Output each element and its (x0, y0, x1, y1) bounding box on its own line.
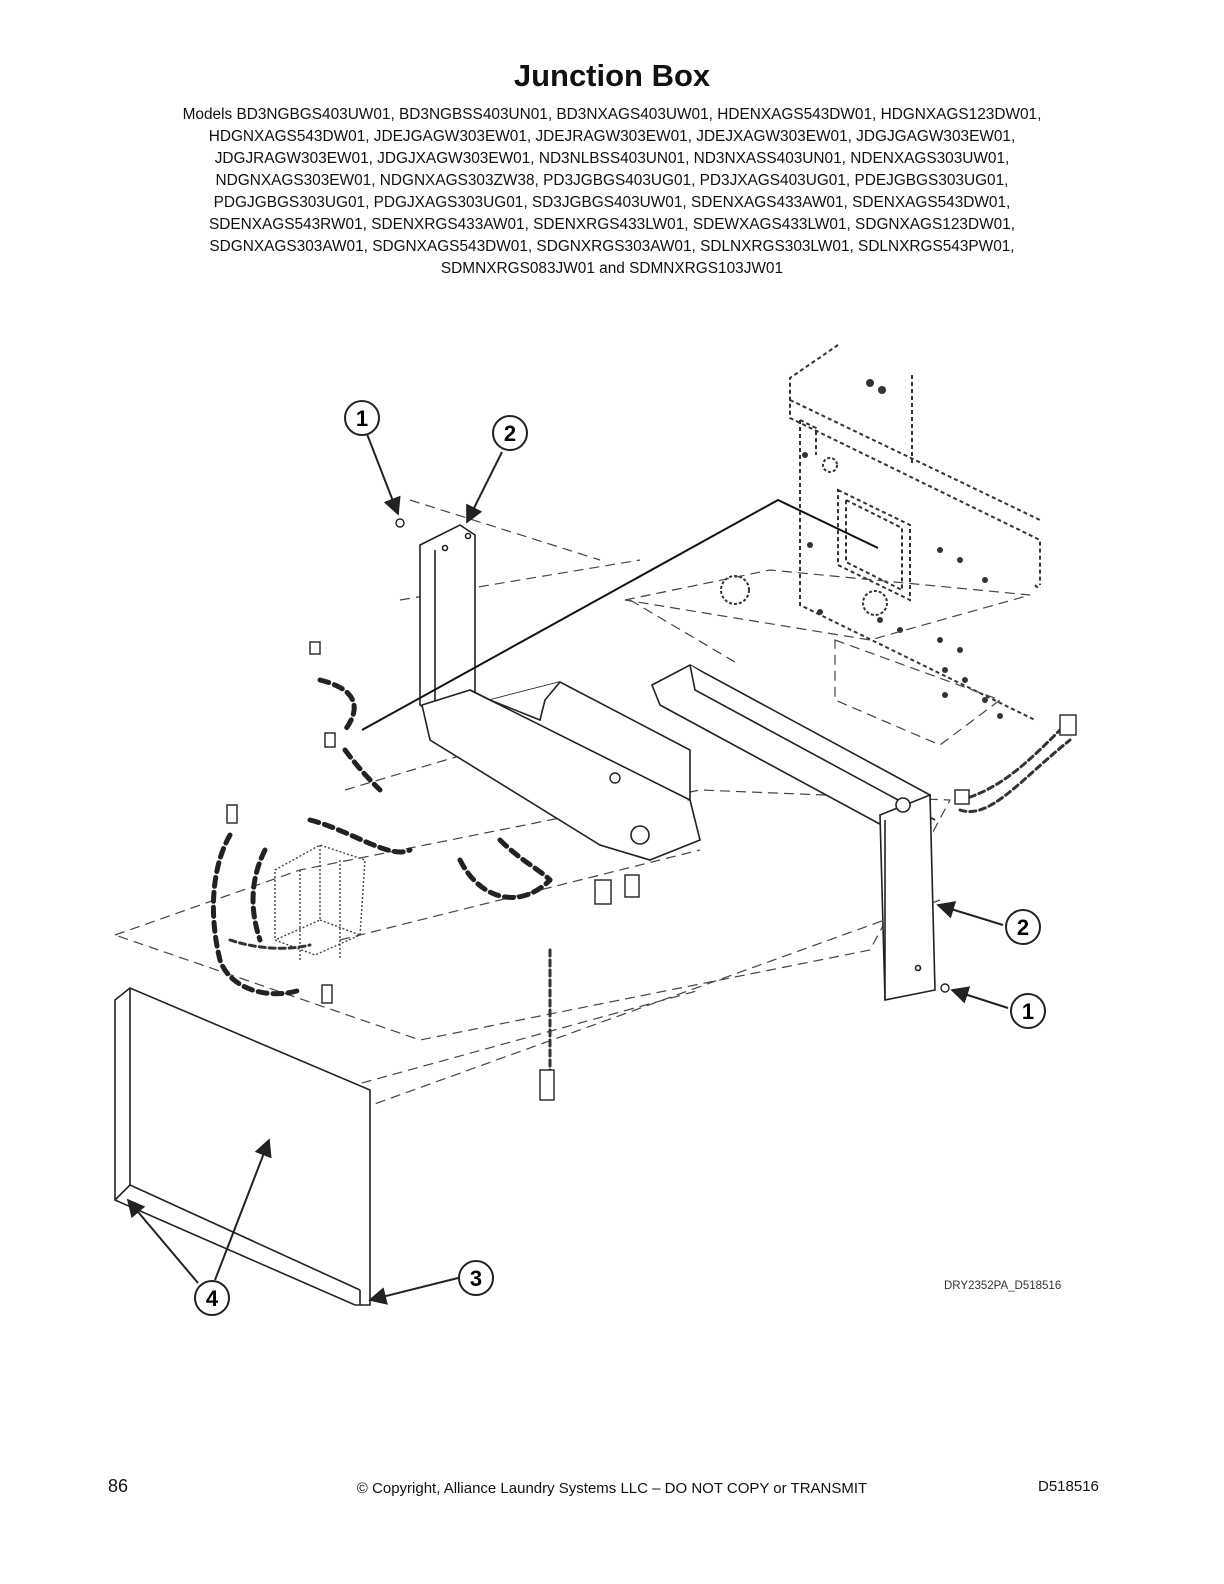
model-line: HDGNXAGS543DW01, JDEJGAGW303EW01, JDEJRA… (208, 128, 1016, 145)
wire-harnesses (210, 677, 553, 997)
callout-4: 4 (194, 1280, 230, 1316)
svg-text:1: 1 (356, 406, 368, 431)
model-line: NDGNXAGS303EW01, NDGNXAGS303ZW38, PD3JGB… (215, 172, 1009, 189)
bracket-left (419, 524, 476, 719)
svg-text:3: 3 (470, 1266, 482, 1291)
terminal-connectors (226, 641, 1077, 1101)
svg-text:2: 2 (1017, 915, 1029, 940)
ground-wire (361, 498, 879, 731)
model-line: SDENXAGS543RW01, SDENXRGS433AW01, SDENXR… (208, 216, 1016, 233)
cabinet-holes (720, 379, 1003, 719)
figure-code: DRY2352PA_D518516 (944, 1280, 1062, 1292)
callout-1-top: 1 (344, 400, 380, 436)
callout-leaders (126, 433, 1009, 1305)
model-list: Models BD3NGBGS403UW01, BD3NGBSS403UN01,… (95, 104, 1129, 280)
junction-transformer (274, 844, 366, 960)
svg-text:4: 4 (206, 1286, 219, 1311)
model-line: Models BD3NGBGS403UW01, BD3NGBSS403UN01,… (182, 106, 1042, 123)
model-line: PDGJGBGS303UG01, PDGJXAGS303UG01, SD3JGB… (213, 194, 1011, 211)
bracket-right-channel (650, 664, 936, 1001)
document-number: D518516 (1038, 1478, 1099, 1495)
svg-text:1: 1 (1022, 999, 1034, 1024)
page-number: 86 (108, 1476, 129, 1496)
model-line: JDGJRAGW303EW01, JDGJXAGW303EW01, ND3NLB… (214, 150, 1010, 167)
cover-panel (114, 987, 371, 1306)
model-line: SDGNXAGS303AW01, SDGNXAGS543DW01, SDGNXR… (209, 238, 1015, 255)
callout-1-right: 1 (1010, 993, 1046, 1029)
copyright-notice: © Copyright, Alliance Laundry Systems LL… (356, 1480, 868, 1497)
callout-2-right: 2 (1005, 909, 1041, 945)
page-title: Junction Box (513, 58, 711, 93)
dryer-cabinet-outline (789, 344, 1041, 721)
model-line: SDMNXRGS083JW01 and SDMNXRGS103JW01 (440, 260, 784, 277)
exploded-parts-diagram: 1 2 2 1 3 4 (114, 344, 1077, 1316)
bracket-channel (421, 681, 701, 861)
callout-3: 3 (458, 1260, 494, 1296)
svg-text:2: 2 (504, 421, 516, 446)
callout-2-top: 2 (492, 415, 528, 451)
